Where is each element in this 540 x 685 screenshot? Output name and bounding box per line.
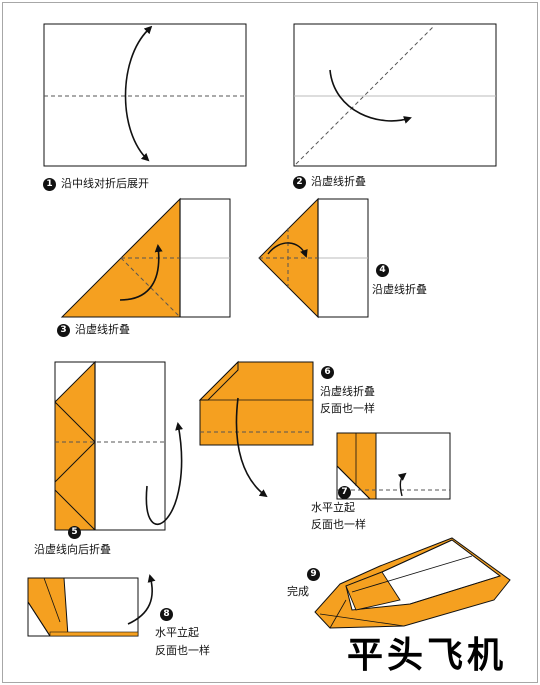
step-4-text: 沿虚线折叠: [372, 283, 427, 296]
step-9-number-badge: 9: [307, 567, 320, 581]
step-9-plane: [314, 537, 511, 629]
step-8-number-badge: 8: [160, 607, 173, 621]
step-5-number-badge: 5: [68, 525, 81, 539]
step-6-number-badge: 6: [321, 365, 334, 379]
step-3-illustration: [60, 197, 231, 318]
step-5-text: 沿虚线向后折叠: [34, 543, 111, 556]
step-7-line-1: 水平立起: [311, 501, 355, 514]
step-9-text: 完成: [287, 585, 309, 598]
step-1-number-badge: 1: [43, 177, 56, 191]
step-7-illustration: [336, 432, 451, 500]
page-title: 平头飞机: [347, 635, 508, 676]
step-6-line-2: 反面也一样: [320, 402, 375, 415]
step-1-caption: 1 沿中线对折后展开: [43, 176, 149, 191]
step-6-line-1: 沿虚线折叠: [320, 385, 375, 398]
step-8-line-1: 水平立起: [155, 626, 199, 639]
step-3-text: 沿虚线折叠: [75, 323, 130, 336]
step-4-number: 4: [376, 262, 389, 277]
step-9-number: 9: [307, 566, 320, 581]
step-5-number: 5: [68, 524, 81, 539]
step-2-text: 沿虚线折叠: [311, 175, 366, 188]
step-2-caption: 2 沿虚线折叠: [293, 174, 366, 189]
step-8-line-2: 反面也一样: [155, 644, 210, 657]
step-4-illustration: [258, 197, 369, 319]
step-7-number-badge: 7: [338, 485, 351, 499]
step-8-illustration: [27, 574, 156, 637]
step-3-number-badge: 3: [57, 323, 70, 337]
step-1-text: 沿中线对折后展开: [61, 177, 149, 190]
step-7-number: 7: [338, 484, 351, 499]
step-1-illustration: [43, 23, 247, 167]
step-5-illustration: [54, 360, 184, 531]
step-2-illustration: [293, 23, 497, 167]
step-4-number-badge: 4: [376, 263, 389, 277]
step-6-illustration: [198, 360, 314, 498]
step-6-number: 6: [321, 364, 334, 379]
step-8-number: 8: [160, 606, 173, 621]
step-3-caption: 3 沿虚线折叠: [57, 322, 130, 337]
step-7-line-2: 反面也一样: [311, 518, 366, 531]
step-2-number-badge: 2: [293, 175, 306, 189]
